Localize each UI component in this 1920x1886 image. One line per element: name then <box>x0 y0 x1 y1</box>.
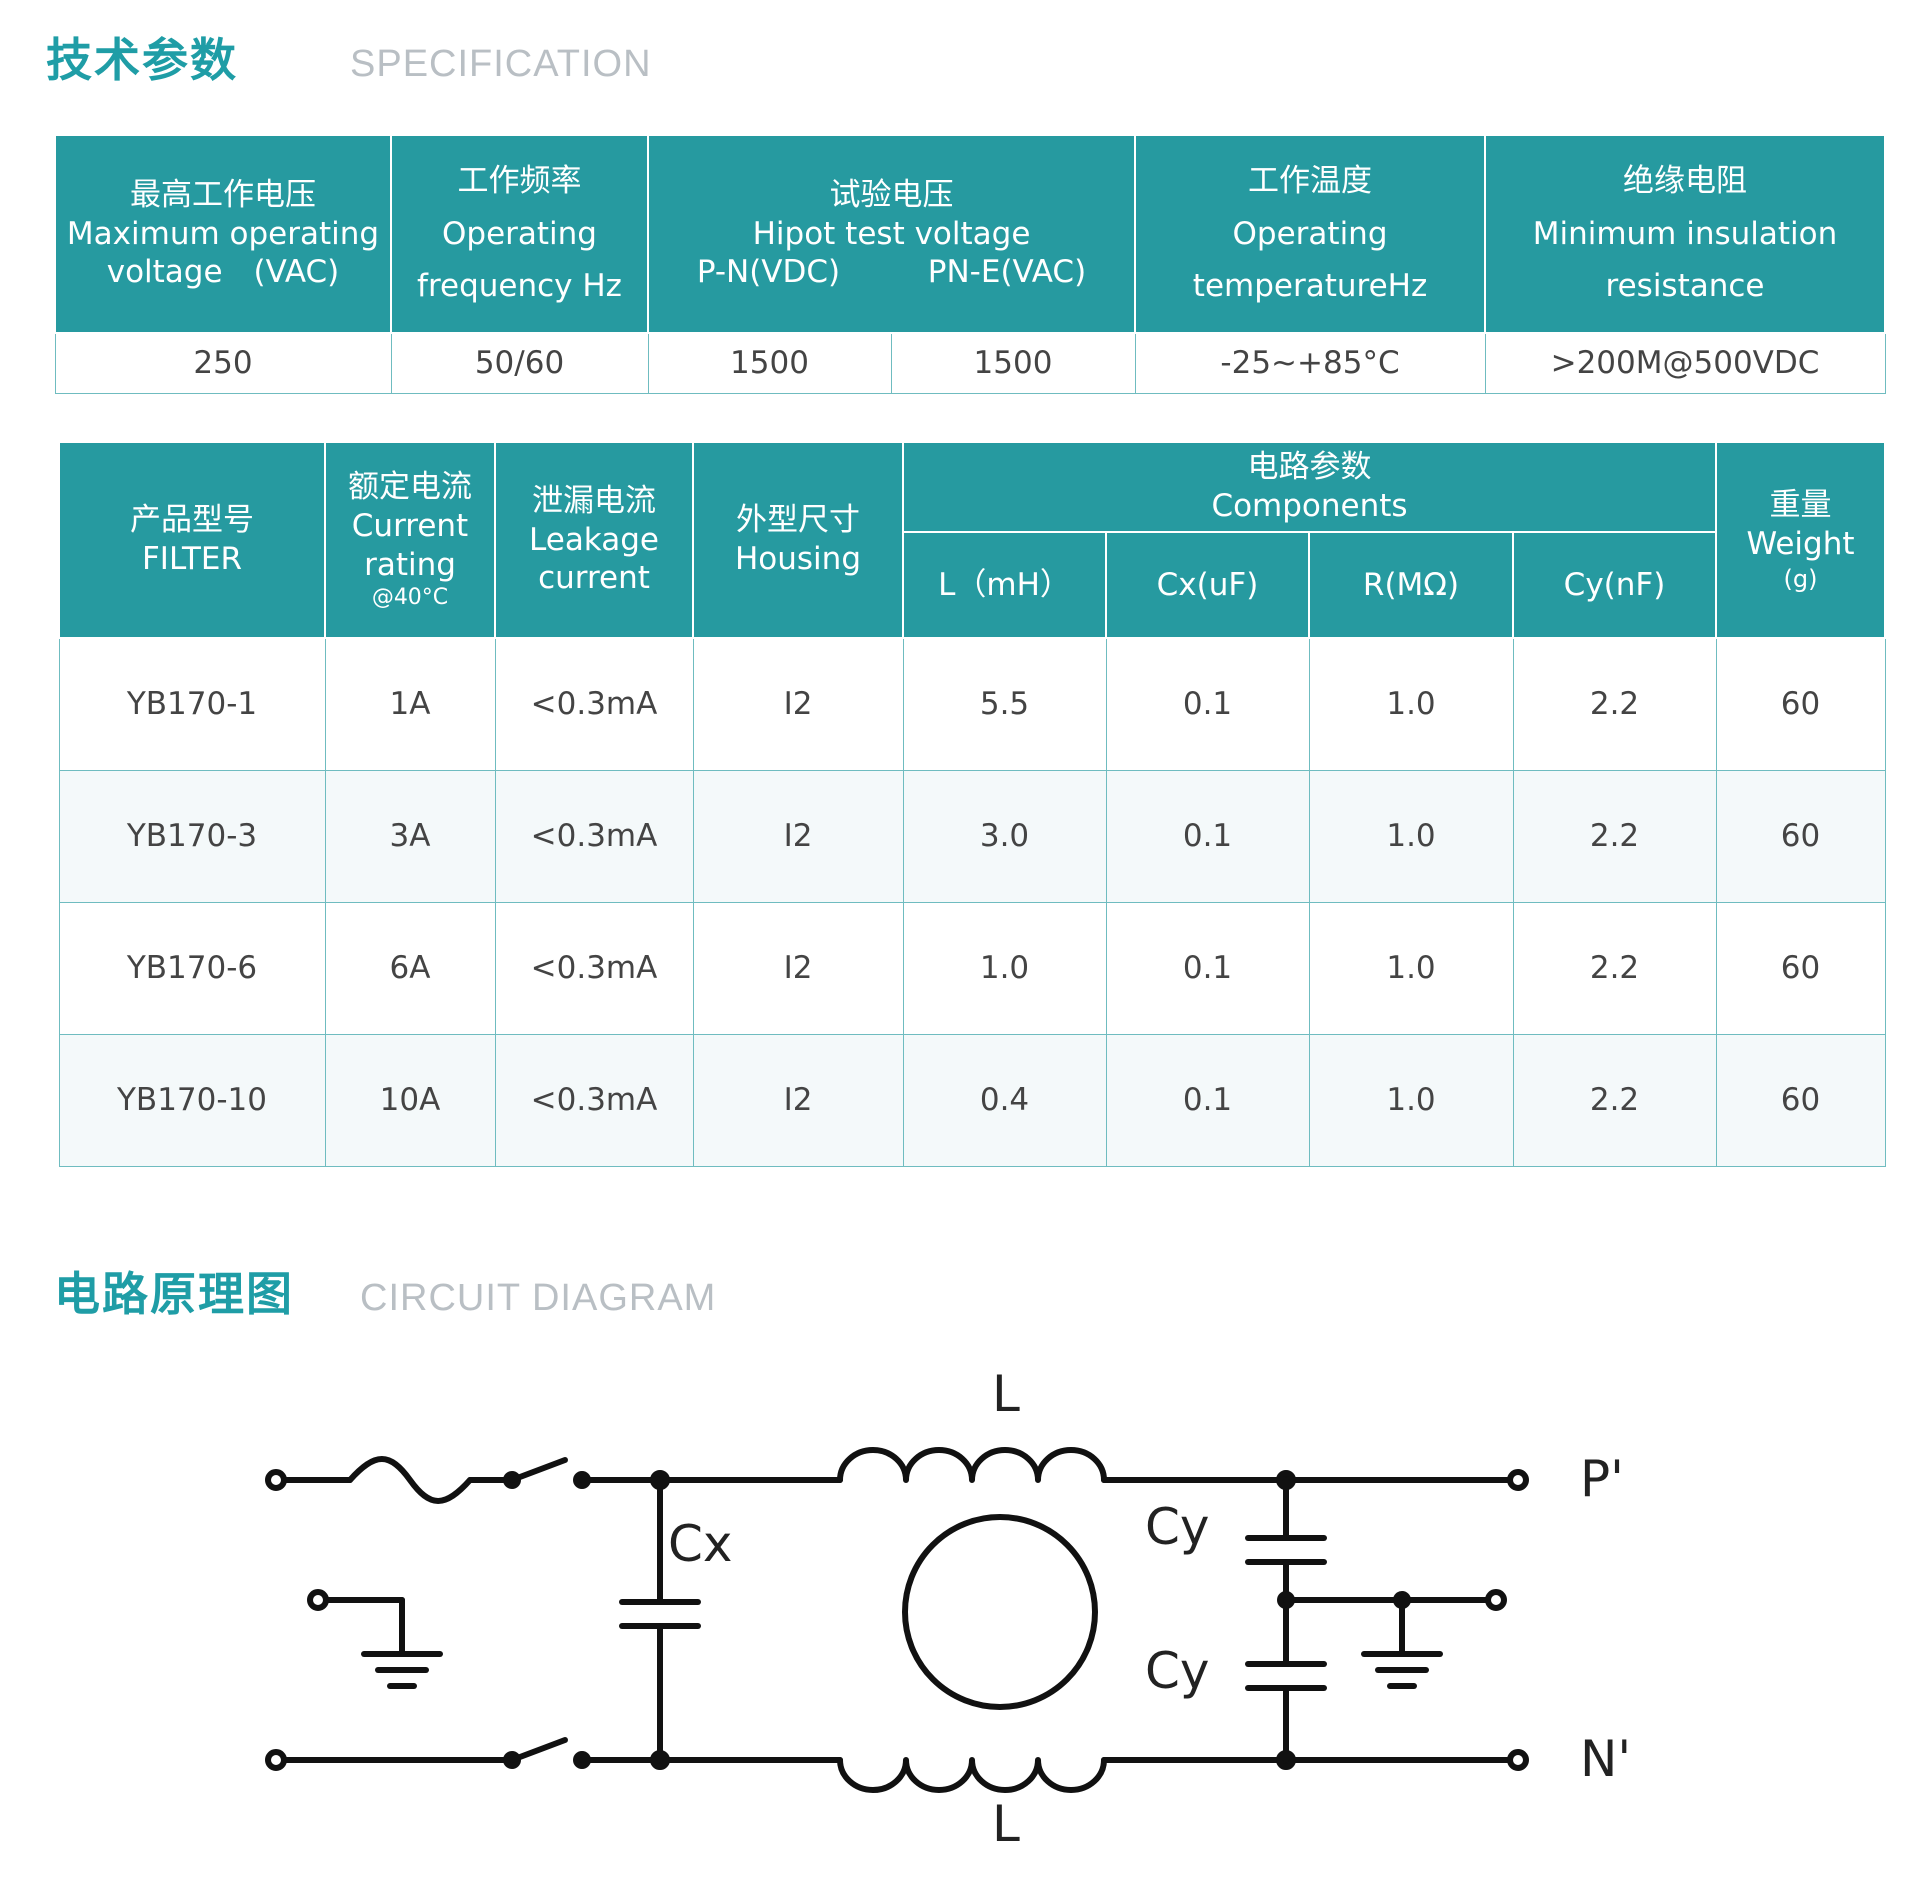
spec-header-row: 最高工作电压 Maximum operating voltage (VAC) 工… <box>54 134 1887 334</box>
circuit-title-en: CIRCUIT DIAGRAM <box>360 1277 717 1319</box>
table-row: YB170-6 6A <0.3mA I2 1.0 0.1 1.0 2.2 60 <box>58 901 1886 1035</box>
circuit-section-heading: 电路原理图 CIRCUIT DIAGRAM <box>54 1258 716 1324</box>
label-cx: Cx <box>668 1515 733 1573</box>
spec-value-max-voltage: 250 <box>54 332 392 394</box>
inductor-bottom <box>837 1757 1107 1793</box>
spec-value-frequency: 50/60 <box>390 332 649 394</box>
label-n-prime: N' <box>1580 1730 1632 1788</box>
spec-header-hipot: 试验电压 Hipot test voltage P-N(VDC) PN-E(VA… <box>646 134 1137 334</box>
terminal-out-e <box>1485 1589 1507 1611</box>
model-header-row-2: L（mH） Cx(uF) R(MΩ) Cy(nF) <box>59 531 1885 639</box>
circuit-title-zh: 电路原理图 <box>54 1267 294 1321</box>
circuit-schematic <box>265 1447 1529 1793</box>
table-row: YB170-3 3A <0.3mA I2 3.0 0.1 1.0 2.2 60 <box>58 769 1886 903</box>
spec-title-zh: 技术参数 <box>46 33 238 87</box>
spec-value-insulation: >200M@500VDC <box>1484 332 1886 394</box>
spec-header-frequency: 工作频率 Operating frequency Hz <box>390 134 649 334</box>
spec-header-hipot-pne: PN-E(VAC) <box>927 254 1087 291</box>
model-header-R: R(MΩ) <box>1308 531 1514 639</box>
spec-header-hipot-pn: P-N(VDC) <box>696 254 841 291</box>
fuse <box>347 1456 473 1504</box>
spec-header-temperature: 工作温度 Operating temperatureHz <box>1134 134 1487 334</box>
inductor-top <box>837 1447 1107 1483</box>
switch-top <box>509 1457 568 1483</box>
label-cy-bottom: Cy <box>1145 1642 1210 1700</box>
model-header-L: L（mH） <box>902 531 1107 639</box>
model-header-components: 电路参数 Components <box>901 441 1718 533</box>
terminal-out-p <box>1507 1469 1529 1491</box>
model-header-row-1: 产品型号 FILTER 额定电流 Current rating @40°C 泄漏… <box>58 441 1887 639</box>
terminal-out-n <box>1507 1749 1529 1771</box>
table-row: YB170-10 10A <0.3mA I2 0.4 0.1 1.0 2.2 6… <box>58 1033 1886 1167</box>
model-header-leakage: 泄漏电流 Leakage current <box>494 441 694 639</box>
common-mode-core <box>902 1514 1098 1710</box>
label-inductor-top: L <box>992 1365 1020 1423</box>
spec-title-en: SPECIFICATION <box>350 43 652 85</box>
model-header-current: 额定电流 Current rating @40°C <box>324 441 496 639</box>
spec-header-max-voltage: 最高工作电压 Maximum operating voltage (VAC) <box>54 134 392 334</box>
spec-value-temperature: -25~+85°C <box>1134 332 1486 394</box>
spec-table: 最高工作电压 Maximum operating voltage (VAC) 工… <box>54 134 1887 394</box>
spec-value-row: 250 50/60 1500 1500 -25~+85°C >200M@500V… <box>54 332 1886 394</box>
model-header-filter: 产品型号 FILTER <box>58 441 326 639</box>
circuit-diagram: L L Cx Cy Cy P' N' <box>240 1365 1680 1870</box>
label-inductor-bottom: L <box>992 1795 1020 1853</box>
table-row: YB170-1 1A <0.3mA I2 5.5 0.1 1.0 2.2 60 <box>58 637 1886 771</box>
label-cy-top: Cy <box>1145 1498 1210 1556</box>
spec-value-hipot-pne: 1500 <box>890 332 1136 394</box>
model-table: 产品型号 FILTER 额定电流 Current rating @40°C 泄漏… <box>58 441 1887 1167</box>
spec-value-hipot-pn: 1500 <box>647 332 892 394</box>
model-header-Cx: Cx(uF) <box>1105 531 1310 639</box>
spec-section-heading: 技术参数 SPECIFICATION <box>46 24 652 90</box>
label-p-prime: P' <box>1580 1450 1624 1508</box>
model-header-weight: 重量 Weight (g) <box>1715 441 1887 639</box>
model-header-Cy: Cy(nF) <box>1511 531 1718 639</box>
model-header-housing: 外型尺寸 Housing <box>692 441 904 639</box>
switch-bottom <box>509 1737 568 1763</box>
spec-header-insulation: 绝缘电阻 Minimum insulation resistance <box>1484 134 1887 334</box>
